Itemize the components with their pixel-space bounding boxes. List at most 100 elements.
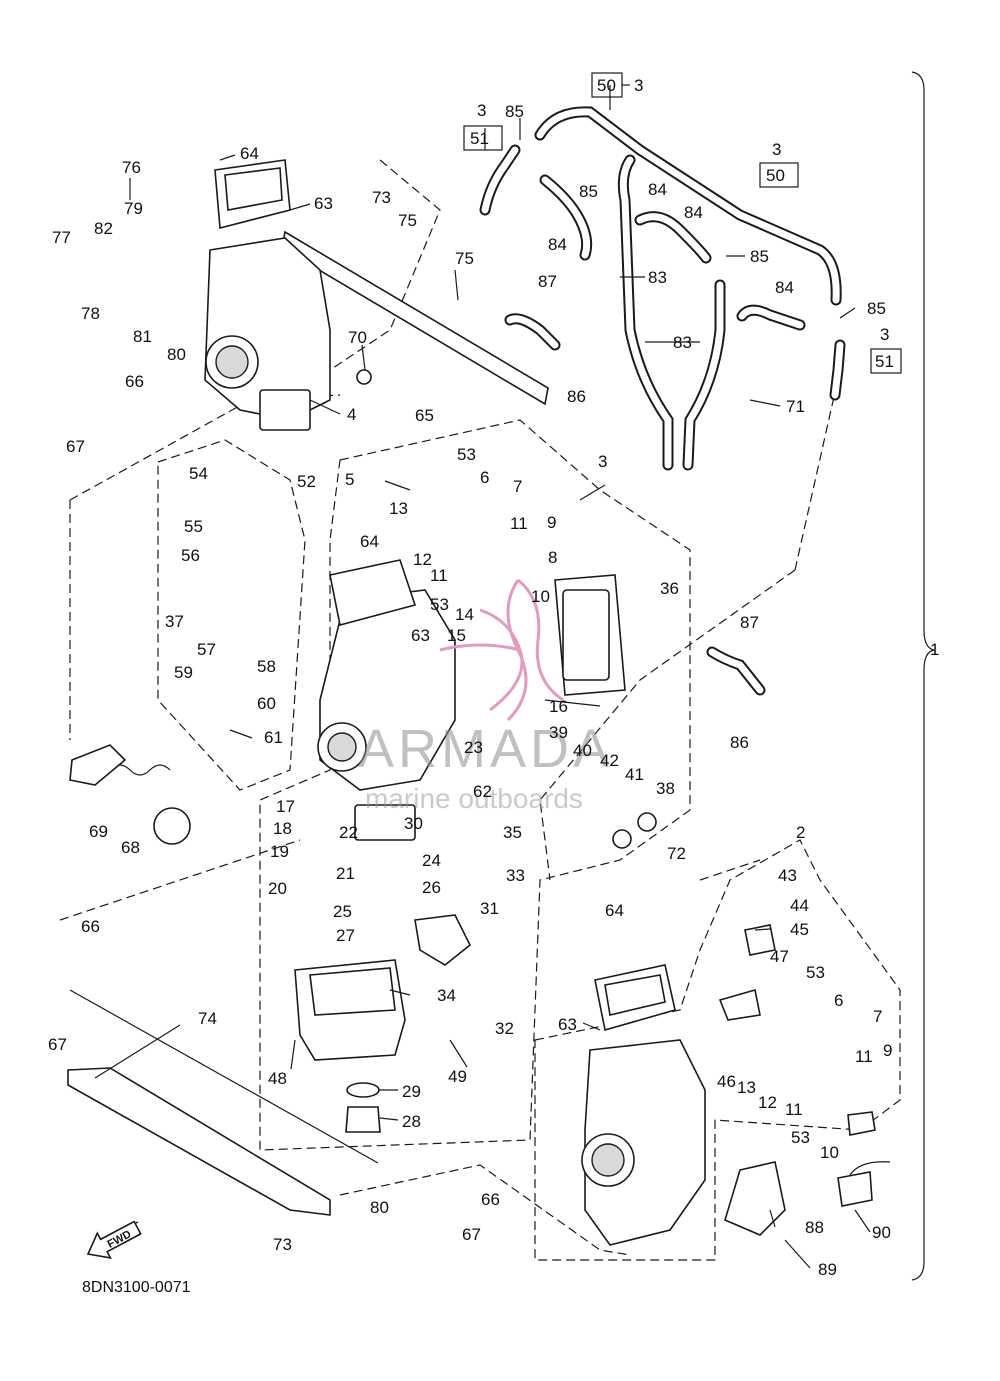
callout-65: 65 [415,406,434,425]
ref-3: 3 [880,325,889,344]
callout-66: 66 [81,917,100,936]
callout-42: 42 [600,751,619,770]
watermark: ARMADA marine outboards [358,578,613,814]
ref-3: 3 [634,76,643,95]
callout-36: 36 [660,579,679,598]
callout-11: 11 [785,1100,803,1119]
callout-60: 60 [257,694,276,713]
callout-63: 63 [558,1015,577,1034]
callout-3: 3 [598,452,607,471]
callout-6: 6 [480,468,489,487]
callout-35: 35 [503,823,522,842]
callout-32: 32 [495,1019,514,1038]
callout-50: 50 [597,76,616,95]
callout-26: 26 [422,878,441,897]
callout-48: 48 [268,1069,287,1088]
carburetor-lower-right [581,964,706,1246]
callout-73: 73 [273,1235,292,1254]
callout-51: 51 [875,352,894,371]
callout-51: 51 [470,129,489,148]
callout-71: 71 [786,397,805,416]
watermark-brand: ARMADA [358,719,613,779]
callout-11: 11 [430,566,448,585]
callout-87: 87 [740,613,759,632]
callout-83: 83 [673,333,692,352]
callout-85: 85 [867,299,886,318]
ref-3: 3 [477,101,486,120]
callout-13: 13 [737,1078,756,1097]
callout-80: 80 [370,1198,389,1217]
callout-21: 21 [336,864,355,883]
callout-66: 66 [481,1190,500,1209]
fwd-arrow: FWD [86,1220,142,1259]
callout-11: 11 [510,514,528,533]
callout-85: 85 [505,102,524,121]
leader-lines [94,85,871,1269]
callout-64: 64 [605,901,624,920]
callout-64: 64 [240,144,259,163]
callout-61: 61 [264,728,283,747]
callout-30: 30 [404,814,423,833]
hose-group [479,106,846,696]
callout-7: 7 [513,477,522,496]
callout-58: 58 [257,657,276,676]
callout-24: 24 [422,851,441,870]
watermark-tagline: marine outboards [365,783,583,814]
callout-5: 5 [345,470,354,489]
callout-53: 53 [791,1128,810,1147]
throttle-sensor [724,1161,891,1236]
callout-88: 88 [805,1218,824,1237]
callout-64: 64 [360,532,379,551]
callout-7: 7 [873,1007,882,1026]
callout-37: 37 [165,612,184,631]
callout-8: 8 [548,548,557,567]
callout-34: 34 [437,986,456,1005]
callout-75: 75 [455,249,474,268]
callout-11: 11 [855,1047,873,1066]
callout-6: 6 [834,991,843,1010]
diaphragm-cover [554,574,626,696]
misc-small-parts [69,369,876,1241]
fwd-label: FWD [106,1228,134,1250]
callout-39: 39 [549,723,568,742]
callout-4: 4 [347,405,356,424]
callout-10: 10 [820,1143,839,1162]
callout-62: 62 [473,782,492,801]
callout-55: 55 [184,517,203,536]
callout-67: 67 [48,1035,67,1054]
diagram-code: 8DN3100-0071 [82,1279,191,1296]
callout-17: 17 [276,797,295,816]
callout-15: 15 [447,626,466,645]
callout-22: 22 [339,823,358,842]
callout-72: 72 [667,844,686,863]
callout-84: 84 [648,180,667,199]
callout-74: 74 [198,1009,217,1028]
callout-54: 54 [189,464,208,483]
callout-79: 79 [124,199,143,218]
callout-82: 82 [94,219,113,238]
callout-20: 20 [268,879,287,898]
callout-78: 78 [81,304,100,323]
callout-44: 44 [790,896,809,915]
callout-45: 45 [790,920,809,939]
callout-28: 28 [402,1112,421,1131]
callout-63: 63 [411,626,430,645]
callout-87: 87 [538,272,557,291]
callout-53: 53 [806,963,825,982]
ref-3: 3 [772,140,781,159]
callout-31: 31 [480,899,499,918]
callout-57: 57 [197,640,216,659]
float-bowl [294,959,406,1133]
callout-14: 14 [455,605,474,624]
callout-labels: 1 2 3 4 5 6 6 7 7 8 9 9 10 10 11 11 11 1… [48,76,939,1279]
callout-9: 9 [883,1041,892,1060]
callout-85: 85 [579,182,598,201]
callout-84: 84 [548,235,567,254]
callout-23: 23 [464,738,483,757]
callout-46: 46 [717,1072,736,1091]
callout-85: 85 [750,247,769,266]
callout-89: 89 [818,1260,837,1279]
callout-9: 9 [547,513,556,532]
callout-86: 86 [730,733,749,752]
